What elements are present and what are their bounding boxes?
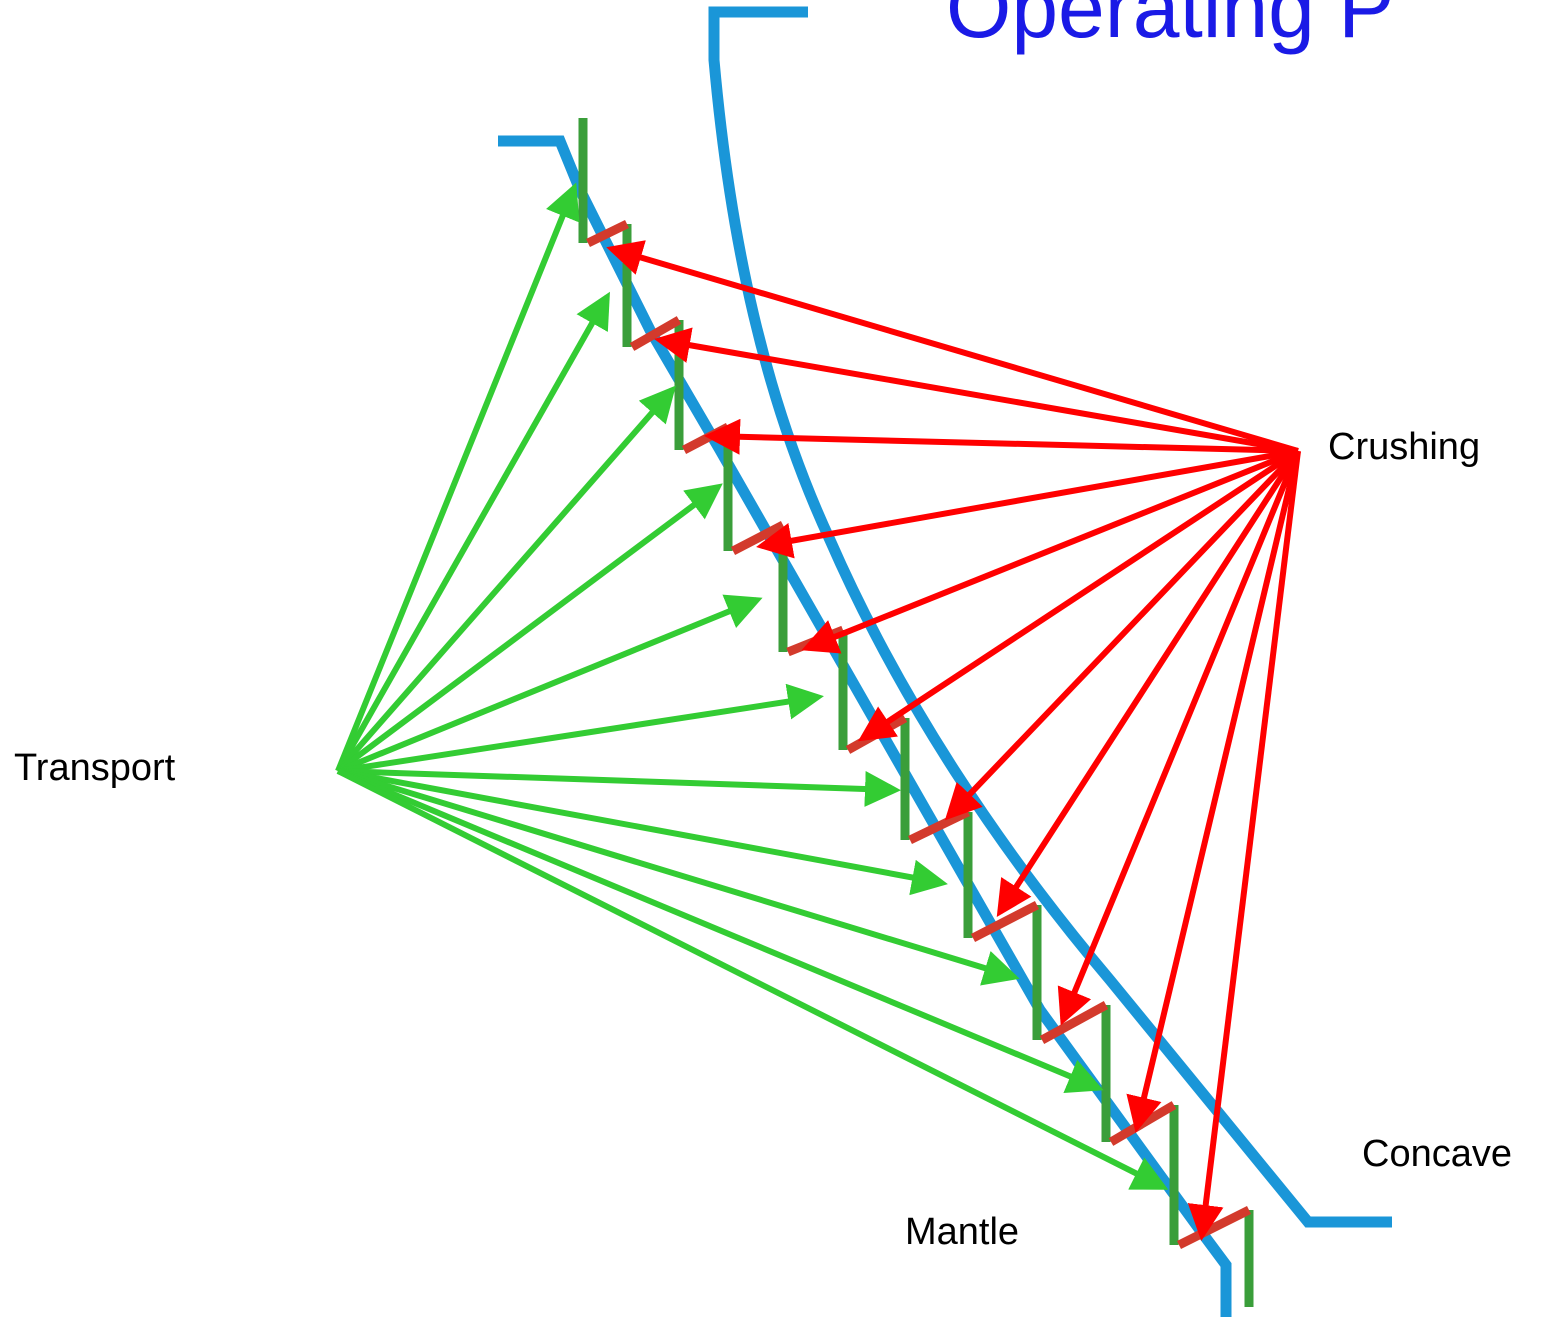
crushing-arrow-3	[704, 418, 1299, 455]
concave-label: Concave	[1362, 1133, 1512, 1175]
crushing-arrow-6	[857, 448, 1300, 742]
crushing-arrow-11	[1187, 450, 1301, 1241]
crushing-arrow-9	[1057, 449, 1301, 1026]
page-title: Operating P	[946, 0, 1395, 55]
transport-arrow-9	[337, 768, 1020, 986]
crushing-arrow-1	[606, 240, 1299, 454]
crushing-arrow-5	[801, 448, 1300, 654]
transport-arrow-1	[335, 182, 580, 773]
crushing-arrow-10	[1126, 450, 1301, 1133]
transport-arrow-7	[337, 768, 901, 807]
transport-arrow-5	[336, 594, 763, 774]
step-diagonal-1	[586, 219, 629, 248]
crushing-arrow-7	[944, 448, 1301, 821]
crushing-arrows	[606, 240, 1301, 1241]
transport-arrow-10	[336, 768, 1104, 1094]
transport-arrow-8	[337, 768, 948, 896]
crushing-arrow-4	[756, 448, 1299, 559]
crushing-arrow-8	[996, 449, 1301, 918]
crushing-label: Crushing	[1328, 426, 1481, 468]
crushing-arrow-2	[654, 327, 1299, 454]
transport-label: Transport	[14, 747, 176, 789]
transport-arrow-4	[336, 483, 723, 774]
transport-arrow-11	[336, 768, 1169, 1190]
transport-arrow-2	[335, 291, 610, 773]
mantle-label: Mantle	[905, 1211, 1020, 1253]
transport-arrow-6	[337, 683, 824, 774]
transport-arrow-3	[335, 385, 676, 773]
transport-arrows	[335, 182, 1169, 1190]
